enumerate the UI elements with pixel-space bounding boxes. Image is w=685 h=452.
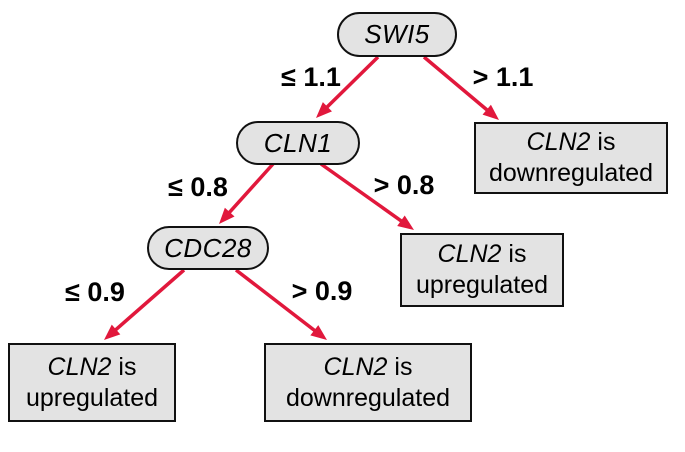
gene-name: CLN2 bbox=[47, 352, 112, 381]
edge-label-swi5-le: ≤ 1.1 bbox=[281, 62, 341, 92]
leaf-cln2-downregulated-right: CLN2 is downregulated bbox=[474, 122, 668, 194]
edge-label-cdc28-gt: > 0.9 bbox=[291, 276, 353, 306]
gene-name: CLN2 bbox=[323, 352, 388, 381]
leaf-verb: is bbox=[118, 352, 137, 381]
node-cln1-label: CLN1 bbox=[263, 127, 333, 158]
edge-cdc28-to-leaf-down-arrow-head bbox=[310, 325, 327, 340]
leaf-line1: CLN2 is bbox=[438, 239, 527, 270]
edge-cdc28-to-leaf-up-arrow-head bbox=[104, 324, 121, 340]
node-swi5: SWI5 bbox=[337, 12, 457, 57]
leaf-verb: is bbox=[508, 240, 527, 268]
leaf-state: downregulated bbox=[285, 383, 450, 412]
node-swi5-label: SWI5 bbox=[364, 19, 430, 49]
edge-label-cdc28-le: ≤ 0.9 bbox=[65, 277, 125, 307]
edge-swi5-to-cln1-arrow-head bbox=[316, 102, 332, 118]
edge-label-cln1-le: ≤ 0.8 bbox=[168, 172, 228, 202]
leaf-line1: CLN2 is bbox=[527, 127, 616, 158]
leaf-state: upregulated bbox=[415, 271, 549, 299]
leaf-cln2-downregulated-bottom: CLN2 is downregulated bbox=[264, 343, 472, 422]
gene-name: CLN2 bbox=[526, 128, 591, 156]
node-cln1: CLN1 bbox=[236, 121, 360, 165]
edge-label-cln1-gt: > 0.8 bbox=[373, 170, 435, 200]
leaf-state: downregulated bbox=[488, 159, 653, 187]
leaf-cln2-upregulated-bottom: CLN2 is upregulated bbox=[8, 343, 176, 422]
node-cdc28-label: CDC28 bbox=[164, 232, 252, 263]
edge-swi5-to-leaf-down-arrow-head bbox=[482, 104, 499, 120]
leaf-verb: is bbox=[394, 352, 413, 381]
node-cdc28: CDC28 bbox=[147, 226, 269, 270]
leaf-cln2-upregulated-middle: CLN2 is upregulated bbox=[400, 233, 564, 307]
edge-cln1-to-cdc28-arrow bbox=[227, 162, 275, 215]
gene-name: CLN2 bbox=[437, 240, 502, 268]
leaf-line1: CLN2 is bbox=[324, 352, 413, 383]
edge-cdc28-to-leaf-up-arrow bbox=[113, 268, 186, 333]
leaf-verb: is bbox=[597, 128, 616, 156]
edge-cln1-to-leaf-up-arrow-head bbox=[397, 215, 414, 230]
leaf-line1: CLN2 is bbox=[48, 352, 137, 383]
edge-label-swi5-gt: > 1.1 bbox=[472, 62, 534, 92]
edge-cln1-to-cdc28-arrow-head bbox=[219, 207, 235, 224]
leaf-state: upregulated bbox=[25, 383, 159, 412]
